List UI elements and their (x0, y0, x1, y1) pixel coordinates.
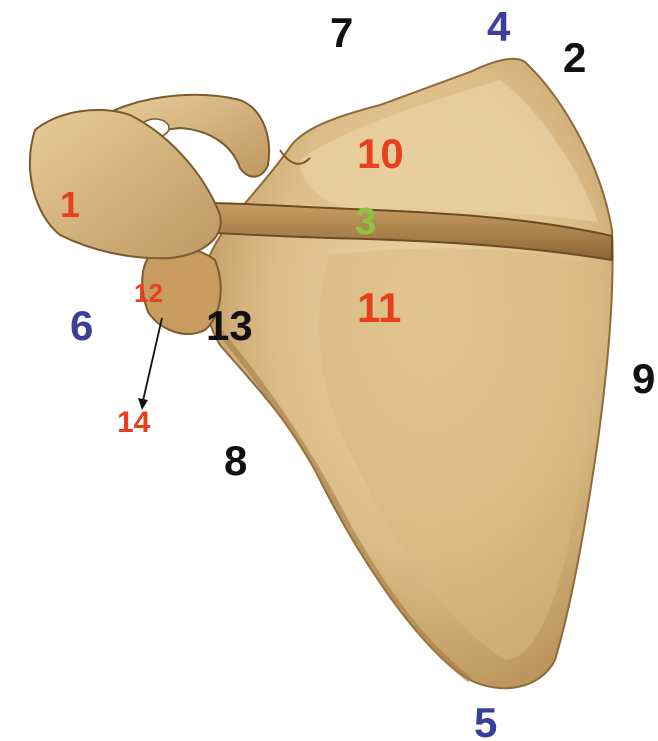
label-13: 13 (206, 305, 253, 347)
label-4: 4 (487, 6, 510, 48)
label-10: 10 (357, 133, 404, 175)
label-12: 12 (134, 280, 163, 306)
label-7: 7 (330, 12, 353, 54)
label-6: 6 (70, 305, 93, 347)
label-11: 11 (357, 287, 401, 329)
label-5: 5 (474, 702, 497, 741)
label-14: 14 (117, 408, 150, 438)
label-3: 3 (355, 203, 376, 241)
label-2: 2 (563, 37, 586, 79)
label-9: 9 (632, 358, 655, 400)
pointer-arrow-line (142, 318, 162, 405)
label-1: 1 (60, 187, 80, 223)
acromion (30, 110, 221, 258)
label-8: 8 (224, 440, 247, 482)
